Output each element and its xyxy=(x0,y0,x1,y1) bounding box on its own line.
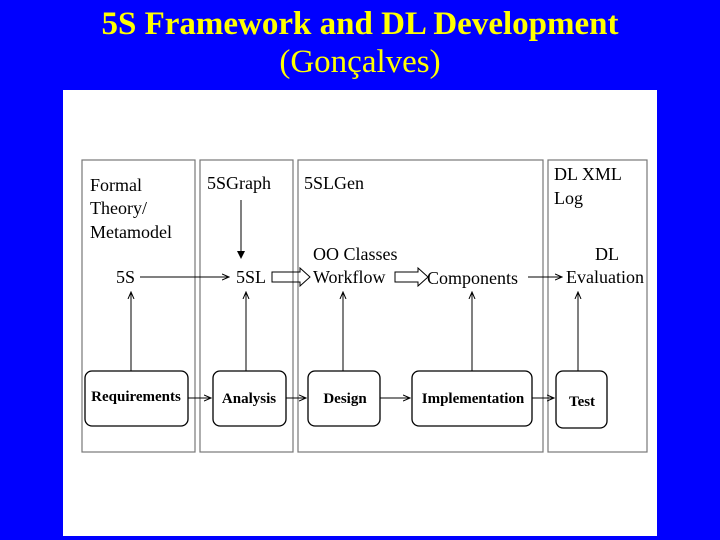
design-label: Design xyxy=(323,391,367,407)
column-5-frame xyxy=(547,159,648,453)
title-line-1: 5S Framework and DL Development xyxy=(101,6,619,42)
theory-label: Theory/ xyxy=(90,198,147,218)
block-arrow-5sl-to-oo xyxy=(271,266,311,288)
implementation-label: Implementation xyxy=(422,391,525,407)
title-line-2: (Gonçalves) xyxy=(279,43,441,80)
metamodel-label: Metamodel xyxy=(90,222,172,242)
oo-classes-label: OO Classes xyxy=(313,244,398,264)
slide-title: 5S Framework and DL Development (Gonçalv… xyxy=(0,6,720,82)
dl-xml-label: DL XML xyxy=(554,164,622,184)
workflow-label: Workflow xyxy=(313,267,386,287)
evaluation-label: Evaluation xyxy=(566,267,644,287)
5s-label: 5S xyxy=(116,267,135,287)
phase-box-test xyxy=(555,370,608,429)
column-3-frame xyxy=(297,159,544,453)
formal-label: Formal xyxy=(90,175,142,195)
requirements-label: Requirements xyxy=(91,389,181,405)
log-label: Log xyxy=(554,188,583,208)
5sl-label: 5SL xyxy=(236,267,266,287)
column-1-frame xyxy=(81,159,196,453)
block-arrow-workflow-to-components xyxy=(394,266,429,288)
dl-label: DL xyxy=(595,244,619,264)
components-label: Components xyxy=(427,268,518,288)
5sgraph-label: 5SGraph xyxy=(207,173,271,193)
diagram-panel xyxy=(63,90,657,536)
test-label: Test xyxy=(569,394,595,410)
analysis-label: Analysis xyxy=(222,391,276,407)
column-2-frame xyxy=(199,159,294,453)
5slgen-label: 5SLGen xyxy=(304,173,364,193)
